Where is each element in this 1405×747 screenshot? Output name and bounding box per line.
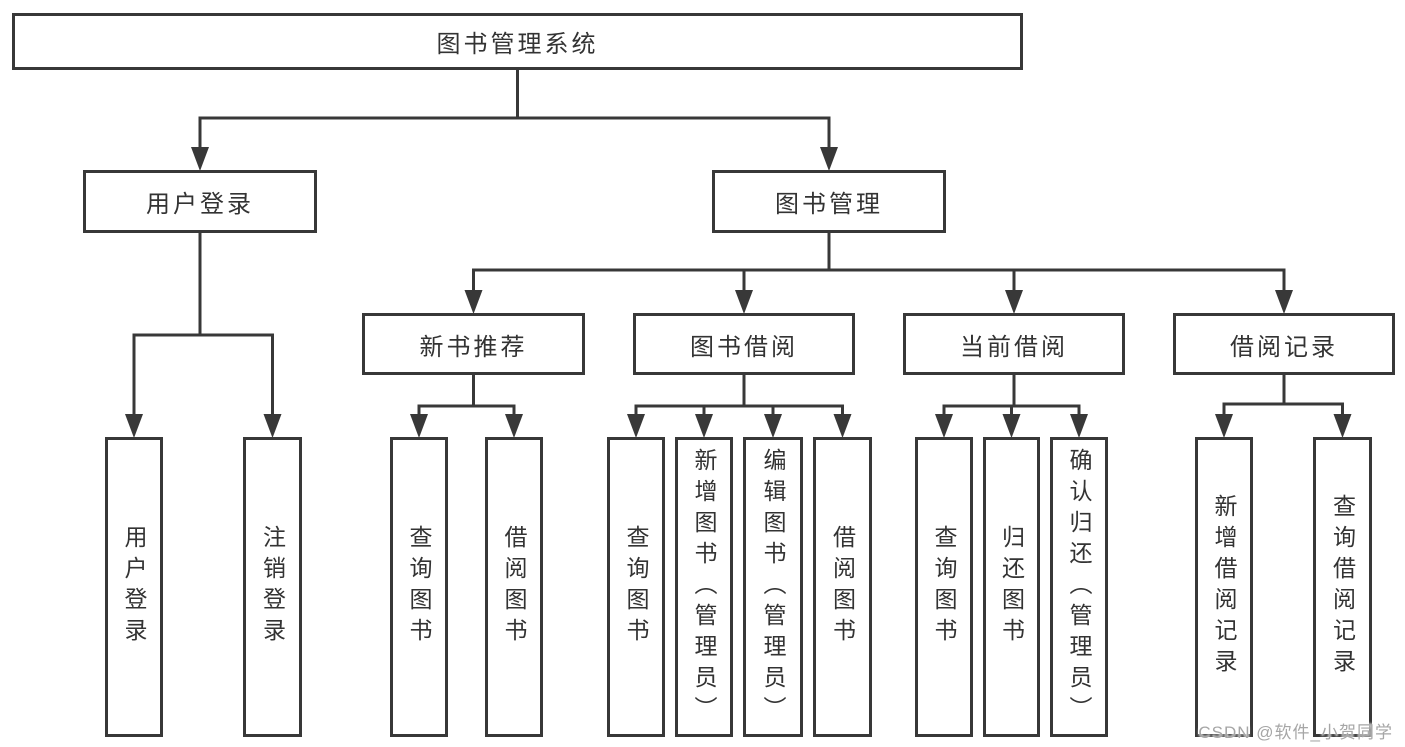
node-borrow-1: 查询图书 xyxy=(607,437,665,737)
watermark: CSDN @软件_小贺同学 xyxy=(1198,723,1393,742)
node-records: 借阅记录 xyxy=(1173,313,1395,375)
node-login: 用户登录 xyxy=(83,170,317,233)
node-newbook: 新书推荐 xyxy=(362,313,585,375)
node-borrow-2: 新增图书（管理员） xyxy=(675,437,733,737)
node-current: 当前借阅 xyxy=(903,313,1125,375)
node-login-1: 用户登录 xyxy=(105,437,163,737)
node-borrow-4: 借阅图书 xyxy=(813,437,872,737)
node-borrow-3: 编辑图书（管理员） xyxy=(743,437,803,737)
node-login-2: 注销登录 xyxy=(243,437,302,737)
node-records-1: 新增借阅记录 xyxy=(1195,437,1253,737)
node-borrow: 图书借阅 xyxy=(633,313,855,375)
node-root: 图书管理系统 xyxy=(12,13,1023,70)
node-newbook-2: 借阅图书 xyxy=(485,437,543,737)
node-records-2: 查询借阅记录 xyxy=(1313,437,1372,737)
node-current-2: 归还图书 xyxy=(983,437,1040,737)
node-bookmgmt: 图书管理 xyxy=(712,170,946,233)
node-newbook-1: 查询图书 xyxy=(390,437,448,737)
node-current-3: 确认归还（管理员） xyxy=(1050,437,1108,737)
node-current-1: 查询图书 xyxy=(915,437,973,737)
